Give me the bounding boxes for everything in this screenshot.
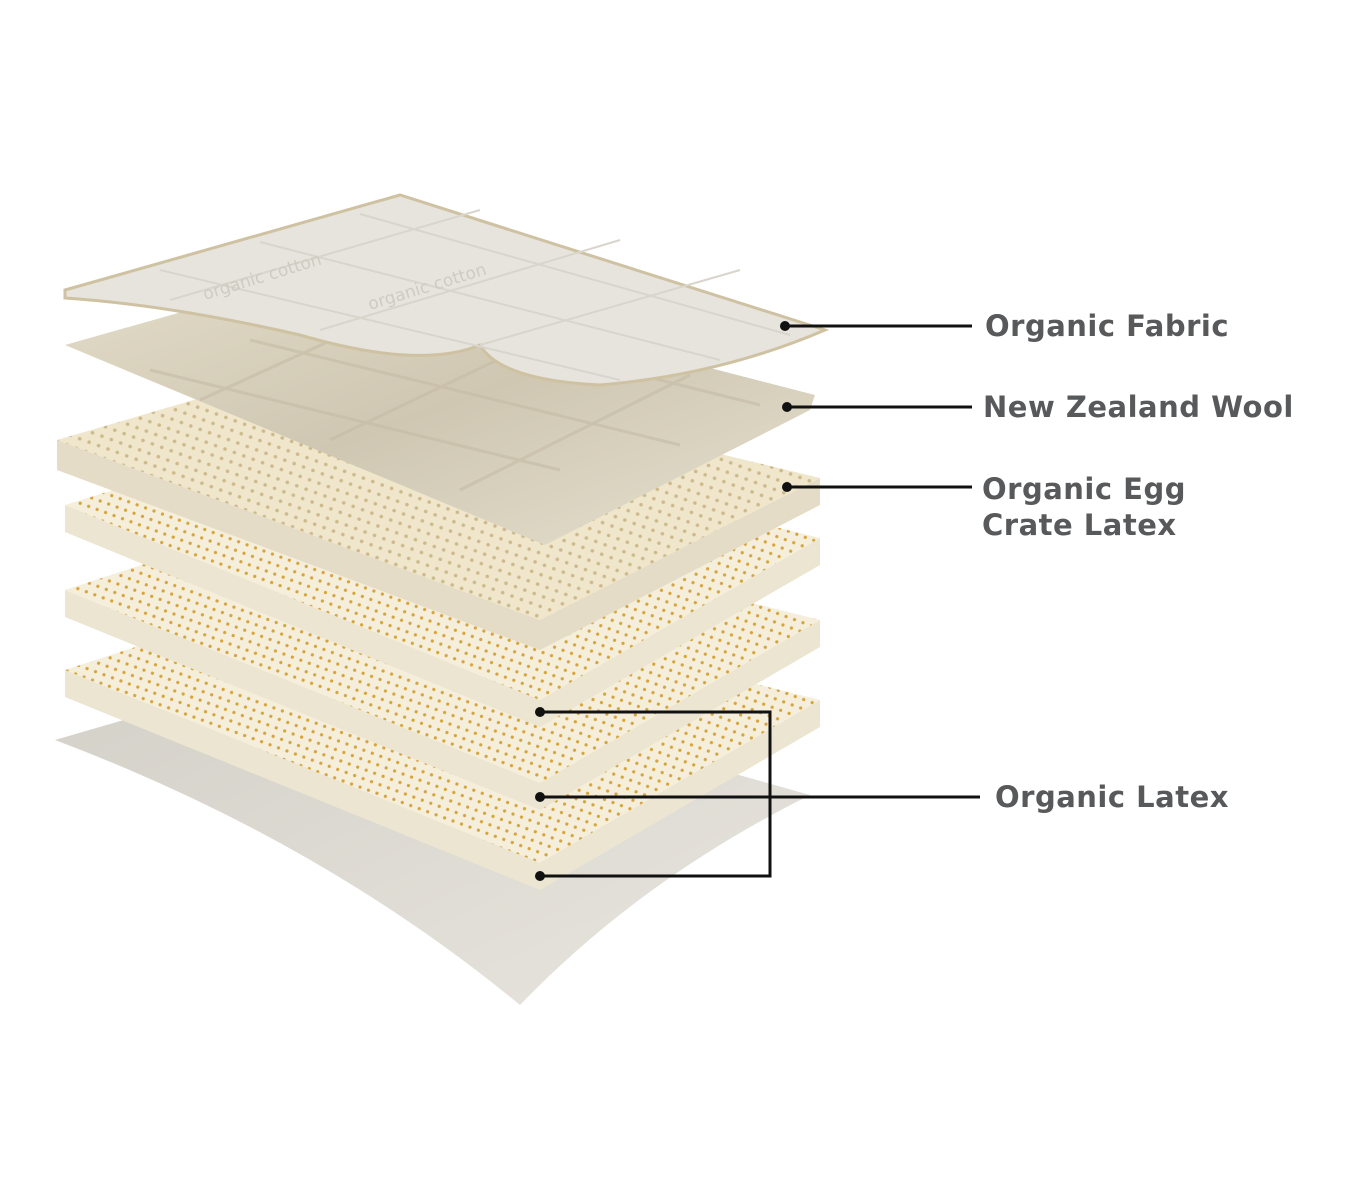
leader-dot bbox=[535, 871, 545, 881]
leader-dot bbox=[780, 321, 790, 331]
leader-bracket-latex bbox=[540, 710, 772, 878]
label-organic-latex: Organic Latex bbox=[995, 780, 1229, 814]
leader-lines bbox=[540, 324, 980, 878]
leader-dots bbox=[535, 321, 792, 881]
label-egg-crate-line1: Organic Egg bbox=[982, 472, 1186, 506]
organic-fabric-layer: organic cotton organic cotton bbox=[63, 193, 830, 387]
label-egg-crate-line2: Crate Latex bbox=[982, 508, 1177, 542]
leader-dot bbox=[535, 792, 545, 802]
label-new-zealand-wool: New Zealand Wool bbox=[983, 390, 1294, 424]
leader-dot bbox=[782, 402, 792, 412]
leader-dot bbox=[535, 707, 545, 717]
leader-dot bbox=[782, 482, 792, 492]
label-organic-fabric: Organic Fabric bbox=[985, 309, 1230, 343]
